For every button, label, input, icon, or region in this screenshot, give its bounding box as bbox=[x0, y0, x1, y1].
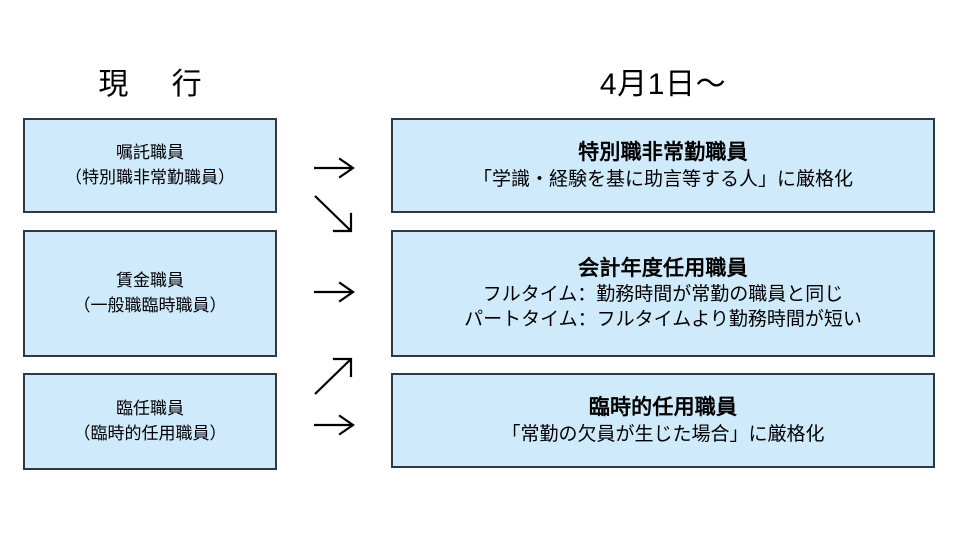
box-new-kaikeinendo-sub2: パートタイム：フルタイムより勤務時間が短い bbox=[464, 309, 862, 331]
box-current-chingin-line1: 賃金職員 bbox=[116, 270, 184, 290]
box-current-chingin: 賃金職員 （一般職臨時職員） bbox=[23, 230, 277, 357]
box-current-rinnin: 臨任職員 （臨時的任用職員） bbox=[23, 373, 277, 470]
box-new-tokubetsushoku: 特別職非常勤職員 「学識・経験を基に助言等する人」に厳格化 bbox=[391, 118, 935, 213]
box-current-shokutaku-line1: 嘱託職員 bbox=[116, 142, 184, 162]
arrow-right-icon-shokutaku-to-tokubetsu bbox=[312, 155, 360, 181]
box-new-rinjiteki-title: 臨時的任用職員 bbox=[588, 396, 738, 420]
arrow-right-icon-chingin-to-kaikeinendo bbox=[312, 279, 360, 305]
box-current-shokutaku: 嘱託職員 （特別職非常勤職員） bbox=[23, 118, 277, 213]
box-new-tokubetsushoku-title: 特別職非常勤職員 bbox=[578, 141, 748, 165]
box-current-shokutaku-line2: （特別職非常勤職員） bbox=[65, 167, 235, 187]
box-new-rinjiteki: 臨時的任用職員 「常勤の欠員が生じた場合」に厳格化 bbox=[391, 373, 935, 468]
box-current-chingin-line2: （一般職臨時職員） bbox=[73, 295, 227, 315]
column-header-current: 現 行 bbox=[98, 68, 209, 101]
box-new-kaikeinendo-title: 会計年度任用職員 bbox=[578, 256, 748, 280]
box-new-kaikeinendo: 会計年度任用職員 フルタイム：勤務時間が常勤の職員と同じ パートタイム：フルタイ… bbox=[391, 230, 935, 357]
column-header-new: 4月1日〜 bbox=[599, 68, 727, 101]
box-new-tokubetsushoku-sub1: 「学識・経験を基に助言等する人」に厳格化 bbox=[472, 168, 853, 190]
arrow-up-right-icon-rinnin-to-kaikeinendo bbox=[312, 352, 360, 398]
arrow-down-right-icon-shokutaku-to-kaikeinendo bbox=[312, 192, 360, 238]
box-current-rinnin-line1: 臨任職員 bbox=[116, 398, 184, 418]
box-new-kaikeinendo-sub1: フルタイム：勤務時間が常勤の職員と同じ bbox=[482, 284, 844, 306]
arrow-right-icon-rinnin-to-rinjiteki bbox=[312, 412, 360, 438]
box-current-rinnin-line2: （臨時的任用職員） bbox=[73, 423, 227, 443]
box-new-rinjiteki-sub1: 「常勤の欠員が生じた場合」に厳格化 bbox=[501, 423, 825, 445]
